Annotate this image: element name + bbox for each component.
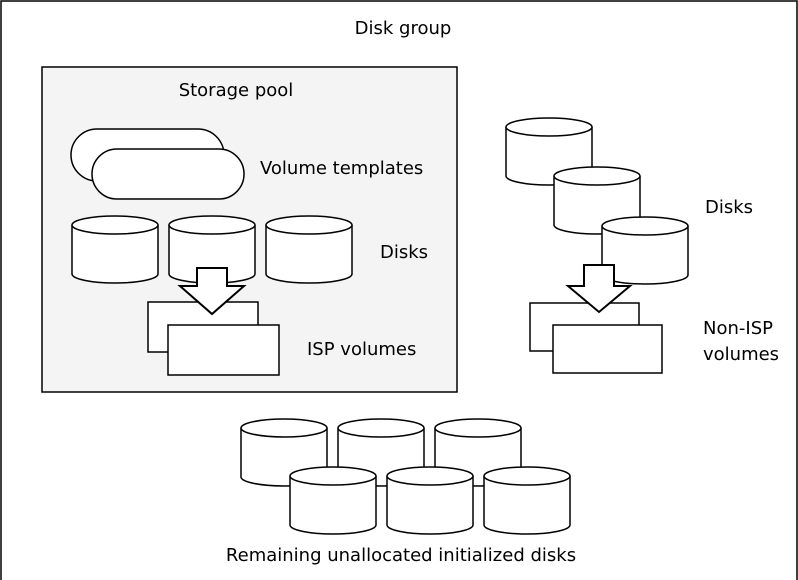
isp-volume-front	[167, 324, 280, 376]
non-isp-volumes-label: Non-ISP	[703, 318, 773, 339]
pool-disks-label: Disks	[380, 242, 428, 263]
non-isp-arrow	[565, 264, 633, 314]
pool-arrow	[177, 267, 247, 316]
unallocated-disk-6	[483, 466, 571, 535]
unallocated-disk-4	[289, 466, 377, 535]
non-isp-disk-3	[601, 216, 689, 285]
volume-template-front	[91, 148, 245, 200]
unallocated-disk-5	[386, 466, 474, 535]
storage-pool-title: Storage pool	[179, 80, 294, 101]
pool-disk-2	[168, 215, 256, 284]
isp-volumes-label: ISP volumes	[307, 339, 416, 360]
non-isp-volumes-label-line2: volumes	[703, 344, 779, 365]
unallocated-disks-label: Remaining unallocated initialized disks	[226, 545, 576, 566]
pool-disk-3	[265, 215, 353, 284]
disk-group-title: Disk group	[355, 18, 452, 39]
non-isp-volume-front	[552, 324, 663, 374]
pool-disk-1	[71, 215, 159, 284]
non-isp-disks-label: Disks	[705, 197, 753, 218]
volume-templates-label: Volume templates	[260, 158, 423, 179]
